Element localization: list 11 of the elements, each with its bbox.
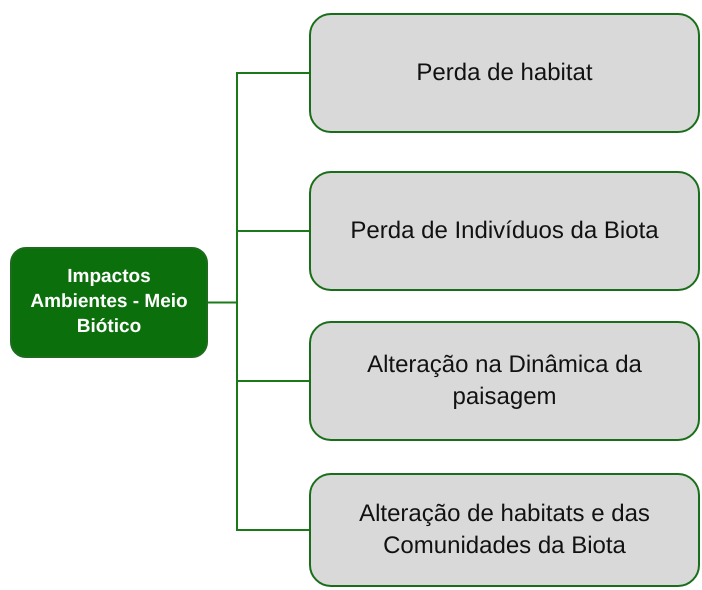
topic-box [309, 321, 700, 441]
topic-label: Perda de Indivíduos da Biota [350, 216, 659, 246]
topic-label: Alteração de habitats e das Comunidades da Biota [358, 498, 651, 561]
connector-line [208, 302, 309, 531]
topic-box [309, 13, 700, 133]
topic-box [309, 473, 700, 587]
topic-label: Perda de habitat [416, 58, 593, 88]
topic-box [309, 171, 700, 291]
root-box [10, 247, 208, 358]
root-label: Impactos Ambientes - Meio Biótico [29, 265, 189, 339]
topic-label: Alteração na Dinâmica da paisagem [366, 350, 643, 412]
